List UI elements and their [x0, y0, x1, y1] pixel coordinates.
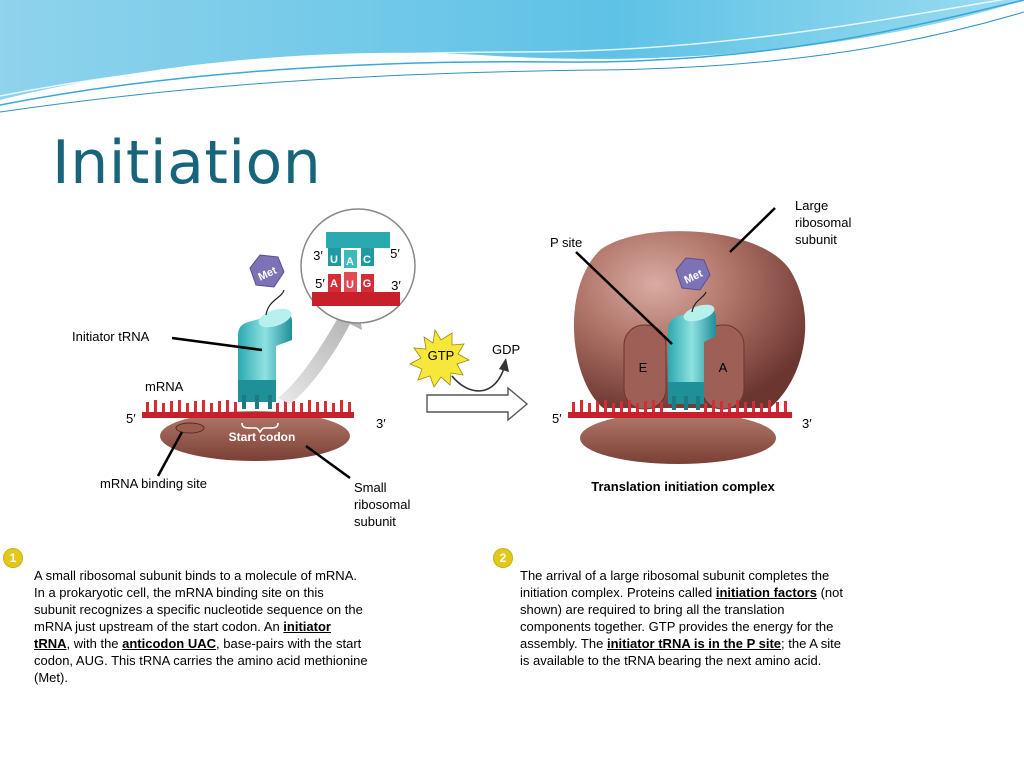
initiator-trna-label: Initiator tRNA: [72, 329, 150, 344]
step-2-badge: 2: [494, 549, 512, 567]
step-1-text-part: A small ribosomal subunit binds to a mol…: [34, 568, 363, 634]
small-subunit-label-line3: subunit: [354, 514, 396, 529]
header-wave-decoration: [0, 0, 1024, 113]
step-1-badge: 1: [4, 549, 22, 567]
step-2-text: The arrival of a large ribosomal subunit…: [520, 567, 852, 669]
mrna-strand-left: [142, 400, 354, 418]
translation-complex-caption: Translation initiation complex: [591, 479, 775, 494]
mrna-label: mRNA: [145, 379, 184, 394]
svg-text:G: G: [363, 278, 372, 290]
small-subunit-leader: [305, 444, 351, 480]
step-2-term-initiation-factors: initiation factors: [715, 585, 817, 600]
step-1-text-part: , with the: [66, 636, 123, 651]
gdp-arrow: [451, 367, 505, 392]
p-site-leader: [575, 251, 673, 345]
mrna-five-prime-left: 5′: [126, 411, 136, 426]
large-subunit-label-line2: ribosomal: [795, 215, 851, 230]
met-amino-acid-left: Met: [249, 254, 285, 288]
svg-text:5′: 5′: [315, 276, 325, 291]
codon-anticodon-inset: U A C A U G 3′ 5′ 5′ 3′: [300, 208, 416, 324]
small-subunit-label-line1: Small: [354, 480, 387, 495]
mrna-five-prime-right: 5′: [552, 411, 562, 426]
e-site-label: E: [639, 360, 648, 375]
step-2-text-part: (not shown) are required to bring all th…: [520, 585, 843, 651]
translation-initiation-diagram: Start codon Met U A C A U G 3′ 5′ 5′: [72, 198, 851, 529]
start-codon-label: Start codon: [229, 430, 296, 444]
small-ribosomal-subunit-left: [160, 411, 350, 461]
mrna-strand-right: [568, 400, 792, 418]
gtp-burst: GTP: [409, 328, 470, 388]
initiator-trna-leader: [171, 336, 263, 352]
svg-text:A: A: [346, 256, 354, 268]
process-arrow: [426, 386, 529, 422]
large-subunit-label-line3: subunit: [795, 232, 837, 247]
met-amino-acid-right: Met: [675, 257, 711, 291]
mrna-three-prime-left: 3′: [376, 416, 386, 431]
a-site-label: A: [719, 360, 728, 375]
large-subunit-label-line1: Large: [795, 198, 828, 213]
initiator-trna-right: [668, 291, 716, 410]
step-2-text-part: The arrival of a large ribosomal subunit…: [520, 568, 830, 600]
step-1-term-anticodon: anticodon UAC: [122, 636, 217, 651]
svg-text:3′: 3′: [391, 278, 401, 293]
gdp-label: GDP: [492, 342, 520, 357]
start-codon-bracket: [241, 422, 279, 434]
svg-text:A: A: [330, 278, 338, 290]
svg-text:C: C: [363, 254, 371, 266]
mrna-binding-site-leader: [156, 431, 184, 477]
small-ribosomal-subunit-right: [580, 412, 776, 464]
mrna-three-prime-right: 3′: [802, 416, 812, 431]
small-subunit-label-line2: ribosomal: [354, 497, 410, 512]
p-site-label: P site: [550, 235, 582, 250]
step-1-text-part: , base-pairs with the start codon, AUG. …: [34, 636, 368, 685]
initiator-trna-left: [238, 289, 292, 409]
large-subunit-leader: [729, 207, 776, 253]
svg-text:3′: 3′: [313, 248, 323, 263]
svg-text:U: U: [346, 279, 354, 291]
step-2-text-part: ; the A site is available to the tRNA be…: [520, 636, 842, 668]
step-2-term-p-site: initiator tRNA is in the P site: [606, 636, 782, 651]
svg-text:U: U: [330, 254, 338, 266]
step-1-text: A small ribosomal subunit binds to a mol…: [34, 567, 369, 686]
step-1-term-initiator-trna: initiator tRNA: [34, 619, 331, 651]
svg-text:5′: 5′: [390, 246, 400, 261]
mrna-binding-site-label: mRNA binding site: [100, 476, 207, 491]
gtp-label: GTP: [428, 348, 455, 363]
slide-title: Initiation: [52, 128, 322, 198]
